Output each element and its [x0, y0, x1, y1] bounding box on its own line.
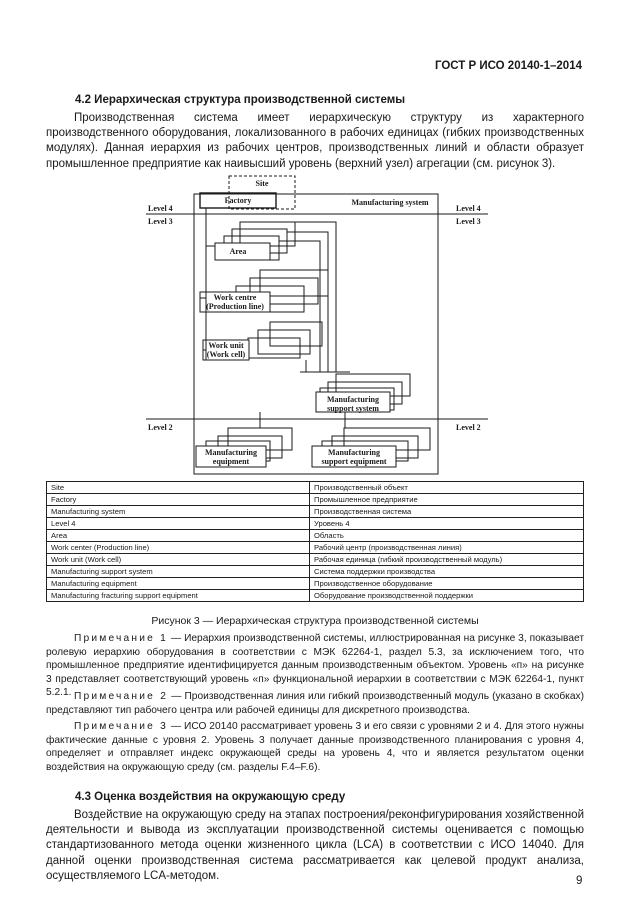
- note-1-label: Примечание 1: [74, 633, 168, 644]
- legend-term: Manufacturing fracturing support equipme…: [46, 589, 310, 602]
- legend-term: Site: [46, 481, 310, 494]
- work-unit-sublabel: (Work cell): [207, 350, 246, 359]
- legend-term: Manufacturing support system: [46, 565, 310, 578]
- legend-translation: Рабочая единица (гибкий производственный…: [309, 553, 584, 566]
- note-3-label: Примечание 3: [74, 721, 168, 732]
- legend-term: Manufacturing system: [46, 505, 310, 518]
- legend-term: Factory: [46, 493, 310, 506]
- mss-label: Manufacturing: [327, 395, 379, 404]
- section-4-2-paragraph: Производственная система имеет иерархиче…: [46, 112, 584, 170]
- legend-translation: Область: [309, 529, 584, 542]
- legend-translation: Система поддержки производства: [309, 565, 584, 578]
- legend-term: Work unit (Work cell): [46, 553, 310, 566]
- level4-left-label: Level 4: [148, 204, 173, 213]
- level3-right-label: Level 3: [456, 217, 481, 226]
- level3-left-label: Level 3: [148, 217, 173, 226]
- legend-translation: Уровень 4: [309, 517, 584, 530]
- note-2-label: Примечание 2: [74, 691, 169, 702]
- mse-sublabel: support equipment: [321, 457, 386, 466]
- legend-term: Level 4: [46, 517, 310, 530]
- legend-term: Area: [46, 529, 310, 542]
- manufacturing-system-label: Manufacturing system: [351, 198, 428, 207]
- level4-right-label: Level 4: [456, 204, 481, 213]
- note-2: Примечание 2 — Производственная линия ил…: [46, 690, 584, 717]
- legend-term: Work center (Production line): [46, 541, 310, 554]
- note-2-text: — Производственная линия или гибкий прои…: [46, 691, 584, 716]
- standard-header: ГОСТ Р ИСО 20140-1–2014: [434, 60, 582, 72]
- factory-label: Factory: [225, 196, 252, 205]
- page-number: 9: [576, 875, 583, 887]
- note-1: Примечание 1 — Иерархия производственной…: [46, 632, 584, 700]
- legend-translation: Оборудование производственной поддержки: [309, 589, 584, 602]
- section-4-2-heading: 4.2 Иерархическая структура производстве…: [75, 94, 406, 106]
- factory-box: [199, 192, 277, 209]
- figure-caption: Рисунок 3 — Иерархическая структура прои…: [151, 615, 479, 627]
- work-unit-label: Work unit: [208, 341, 244, 350]
- legend-translation: Производственное оборудование: [309, 577, 584, 590]
- legend-translation: Производственная система: [309, 505, 584, 518]
- note-1-text: — Иерархия производственной системы, илл…: [46, 633, 584, 699]
- manufacturing-system-frame: [193, 193, 439, 475]
- section-4-3-paragraph: Воздействие на окружающую среду на этапа…: [46, 809, 584, 882]
- mss-sublabel: support system: [327, 404, 379, 413]
- legend-row: Work unit (Work cell)Рабочая единица (ги…: [46, 553, 584, 566]
- area-label: Area: [230, 247, 247, 256]
- note-3: Примечание 3 — ИСО 20140 рассматривает у…: [46, 720, 584, 774]
- level2-left-label: Level 2: [148, 423, 173, 432]
- legend-row: Manufacturing fracturing support equipme…: [46, 589, 584, 602]
- legend-translation: Промышленное предприятие: [309, 493, 584, 506]
- mse-label: Manufacturing: [328, 448, 380, 457]
- work-centre-sublabel: (Production line): [206, 302, 264, 311]
- work-centre-label: Work centre: [214, 293, 257, 302]
- legend-translation: Рабочий центр (производственная линия): [309, 541, 584, 554]
- me-sublabel: equipment: [213, 457, 250, 466]
- note-3-text: — ИСО 20140 рассматривает уровень 3 и ег…: [46, 721, 584, 773]
- legend-row: Work center (Production line)Рабочий цен…: [46, 541, 584, 554]
- me-label: Manufacturing: [205, 448, 257, 457]
- legend-term: Manufacturing equipment: [46, 577, 310, 590]
- hierarchy-diagram: Site Factory Manufacturing system Level …: [146, 175, 488, 475]
- site-label: Site: [256, 179, 269, 188]
- level2-right-label: Level 2: [456, 423, 481, 432]
- legend-translation: Производственный объект: [309, 481, 584, 494]
- section-4-3-heading: 4.3 Оценка воздействия на окружающую сре…: [75, 791, 346, 803]
